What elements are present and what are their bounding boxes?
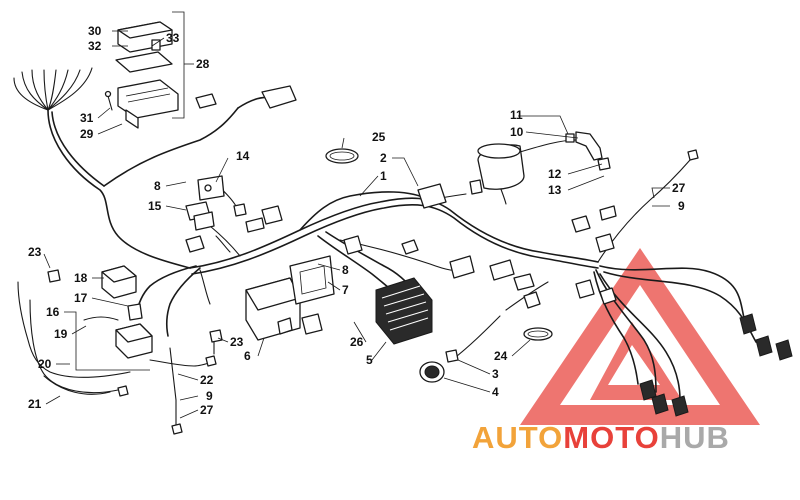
part-14-bracket <box>197 175 247 217</box>
watermark-auto: AUTO <box>472 420 563 455</box>
watermark-moto: MOTO <box>563 420 659 455</box>
label-11: 11 <box>510 108 523 122</box>
relay-connector-right <box>195 85 297 109</box>
connector-near-6 <box>301 313 323 335</box>
label-7: 7 <box>342 283 349 297</box>
switch-4 <box>419 361 445 383</box>
part-labels: 30 32 33 28 31 29 14 8 15 25 2 1 11 10 1… <box>28 24 686 417</box>
terminal-ends <box>117 149 699 435</box>
label-18: 18 <box>74 271 88 285</box>
part-15-connector <box>185 201 215 253</box>
fuse-box-body <box>117 79 179 119</box>
label-1: 1 <box>380 169 387 183</box>
relay-base-17 <box>115 303 153 359</box>
label-6: 6 <box>244 349 251 363</box>
label-17: 17 <box>74 291 88 305</box>
label-30: 30 <box>88 24 102 38</box>
label-10: 10 <box>510 125 524 139</box>
label-16: 16 <box>46 305 60 319</box>
watermark-logo <box>520 248 760 425</box>
bracket-7 <box>289 255 335 305</box>
clamp-25 <box>325 148 359 164</box>
label-21: 21 <box>28 397 42 411</box>
fuse-box-assembly <box>104 21 179 129</box>
label-8-top: 8 <box>154 179 161 193</box>
harness-wires <box>13 67 757 431</box>
label-9-right: 9 <box>678 199 685 213</box>
label-29: 29 <box>80 127 94 141</box>
cdi-box-6 <box>245 277 301 341</box>
label-31: 31 <box>80 111 94 125</box>
relay-18 <box>101 265 137 299</box>
spark-cap-parts <box>565 131 611 171</box>
label-14: 14 <box>236 149 250 163</box>
label-24: 24 <box>494 349 508 363</box>
label-4: 4 <box>492 385 499 399</box>
label-20: 20 <box>38 357 52 371</box>
label-27-bottom: 27 <box>200 403 214 417</box>
ignition-coil-10 <box>469 143 525 195</box>
label-5: 5 <box>366 353 373 367</box>
label-27-right: 27 <box>672 181 686 195</box>
label-22: 22 <box>200 373 214 387</box>
label-19: 19 <box>54 327 68 341</box>
clamp-24 <box>523 327 553 341</box>
label-12: 12 <box>548 167 562 181</box>
label-15: 15 <box>148 199 162 213</box>
label-28: 28 <box>196 57 210 71</box>
label-25: 25 <box>372 130 386 144</box>
grommet-23-top <box>47 269 61 283</box>
watermark-triangle-outer <box>520 248 760 425</box>
label-8-mid: 8 <box>342 263 349 277</box>
screw-31 <box>107 95 113 111</box>
label-9-bottom: 9 <box>206 389 213 403</box>
label-23-left: 23 <box>28 245 42 259</box>
watermark-hub: HUB <box>660 420 730 455</box>
svg-text:AUTOMOTOHUB: AUTOMOTOHUB <box>472 420 730 455</box>
voltage-regulator-5 <box>375 277 433 345</box>
label-2: 2 <box>380 151 387 165</box>
fuse-33 <box>151 39 161 51</box>
label-32: 32 <box>88 39 102 53</box>
harness-plugs <box>245 183 617 309</box>
part-3-wire <box>445 349 459 363</box>
label-23-mid: 23 <box>230 335 244 349</box>
label-3: 3 <box>492 367 499 381</box>
label-13: 13 <box>548 183 562 197</box>
fuse-label-card <box>115 51 173 73</box>
watermark-text: AUTOMOTOHUB <box>472 420 730 455</box>
fuse-box-bracket <box>125 109 139 129</box>
watermark-triangle-inner <box>590 322 682 400</box>
right-end-connectors <box>639 313 793 417</box>
label-33: 33 <box>166 31 180 45</box>
leader-lines <box>43 11 670 419</box>
label-26: 26 <box>350 335 364 349</box>
bolt-23 <box>209 329 223 355</box>
